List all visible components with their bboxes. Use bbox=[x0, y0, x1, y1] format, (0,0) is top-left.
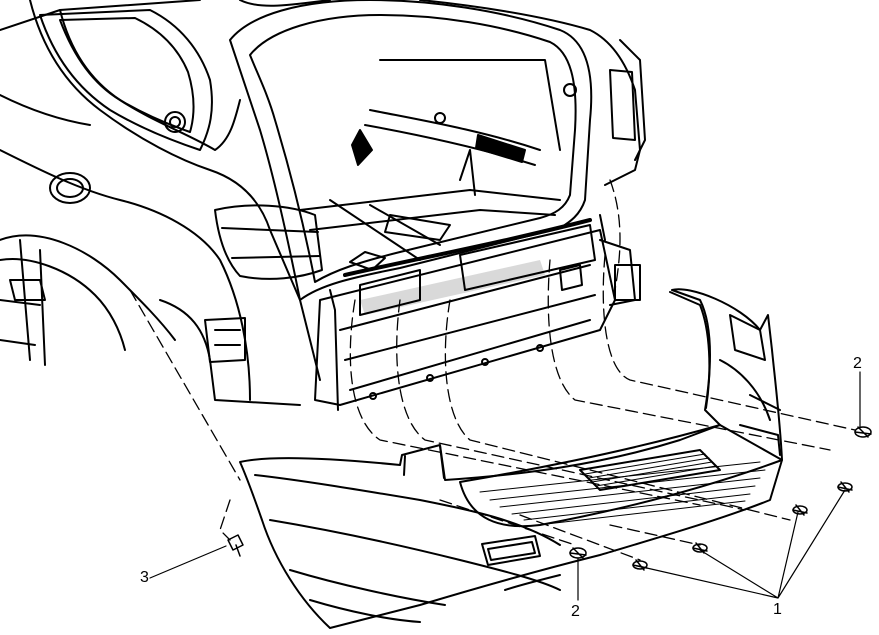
callout-3: 3 bbox=[140, 569, 149, 586]
vehicle-body bbox=[0, 0, 646, 411]
leader-lines bbox=[149, 371, 861, 601]
callout-2-top: 2 bbox=[853, 355, 862, 372]
fasteners bbox=[227, 426, 872, 571]
callout-labels: 1 2 2 3 bbox=[140, 355, 862, 620]
rear-bumper-fascia bbox=[239, 288, 783, 629]
callout-1: 1 bbox=[773, 601, 782, 618]
alignment-lines bbox=[129, 179, 856, 561]
retainer-clip bbox=[227, 534, 244, 557]
callout-2-bottom: 2 bbox=[571, 603, 580, 620]
push-pin-fastener bbox=[692, 542, 708, 554]
screw-fastener bbox=[569, 547, 587, 559]
screw-fastener bbox=[854, 426, 872, 438]
push-pin-fastener bbox=[632, 559, 648, 571]
push-pin-fastener bbox=[792, 504, 808, 516]
